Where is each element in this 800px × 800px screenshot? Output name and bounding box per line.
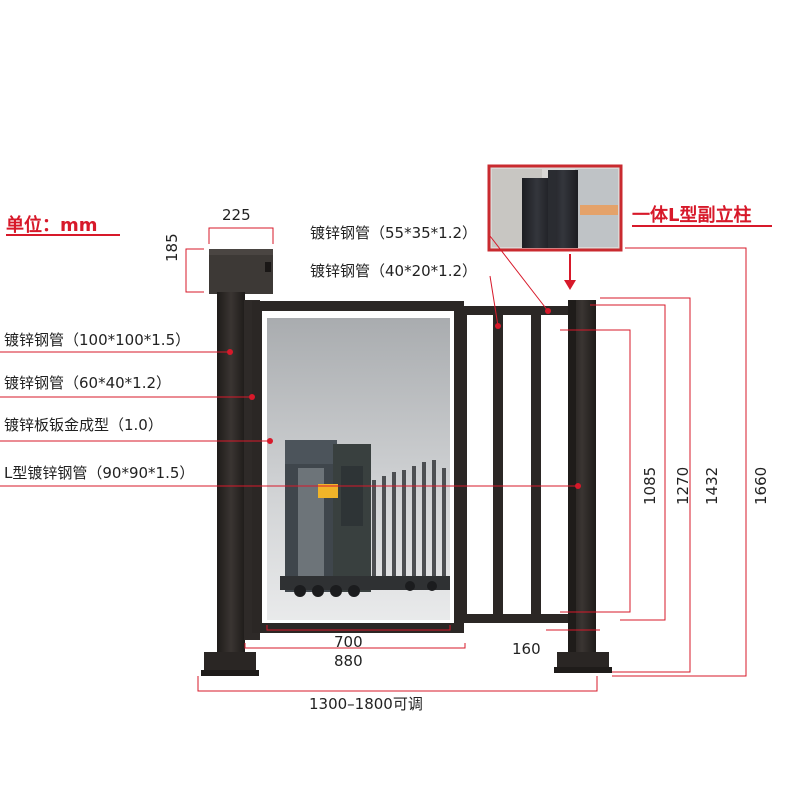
label-pipe-60x40: 镀锌钢管（60*40*1.2） <box>4 374 172 392</box>
bar-3 <box>531 315 541 618</box>
callout-arrow-head <box>564 280 576 290</box>
l-post-photo <box>487 164 623 252</box>
bar-1 <box>459 310 467 622</box>
gate <box>201 249 612 676</box>
dim-185: 185 <box>163 233 181 262</box>
dim-1660: 1660 <box>752 466 770 505</box>
label-pipe-100x100: 镀锌钢管（100*100*1.5） <box>4 331 191 349</box>
dim-1085: 1085 <box>641 466 659 505</box>
label-sheet-metal: 镀锌板钣金成型（1.0） <box>4 416 163 434</box>
unit-label: 单位：mm <box>6 215 98 236</box>
dim-880: 880 <box>334 652 363 670</box>
label-pipe-40x20: 镀锌钢管（40*20*1.2） <box>310 262 478 280</box>
dim-225: 225 <box>222 206 251 224</box>
retractable-gate-image <box>280 440 450 597</box>
dim-700: 700 <box>334 633 363 651</box>
label-pipe-55x35: 镀锌钢管（55*35*1.2） <box>310 224 478 242</box>
dim-1270: 1270 <box>674 466 692 505</box>
top-rail <box>455 306 575 315</box>
l-post-callout: 一体L型副立柱 <box>632 205 752 226</box>
base-plate-left <box>204 652 256 674</box>
dim-160: 160 <box>512 640 541 658</box>
leader-lines <box>0 227 747 692</box>
main-post-left <box>217 292 245 659</box>
head-box <box>209 249 273 294</box>
leader-dots <box>227 308 581 489</box>
label-l-pipe: L型镀锌钢管（90*90*1.5） <box>4 464 195 482</box>
callout-underline <box>632 225 772 227</box>
bar-2 <box>493 315 503 618</box>
unit-underline <box>6 234 120 236</box>
bottom-rail <box>455 614 575 623</box>
dim-1432: 1432 <box>703 466 721 505</box>
base-plate-right <box>557 652 609 670</box>
dim-overall: 1300–1800可调 <box>309 695 423 713</box>
